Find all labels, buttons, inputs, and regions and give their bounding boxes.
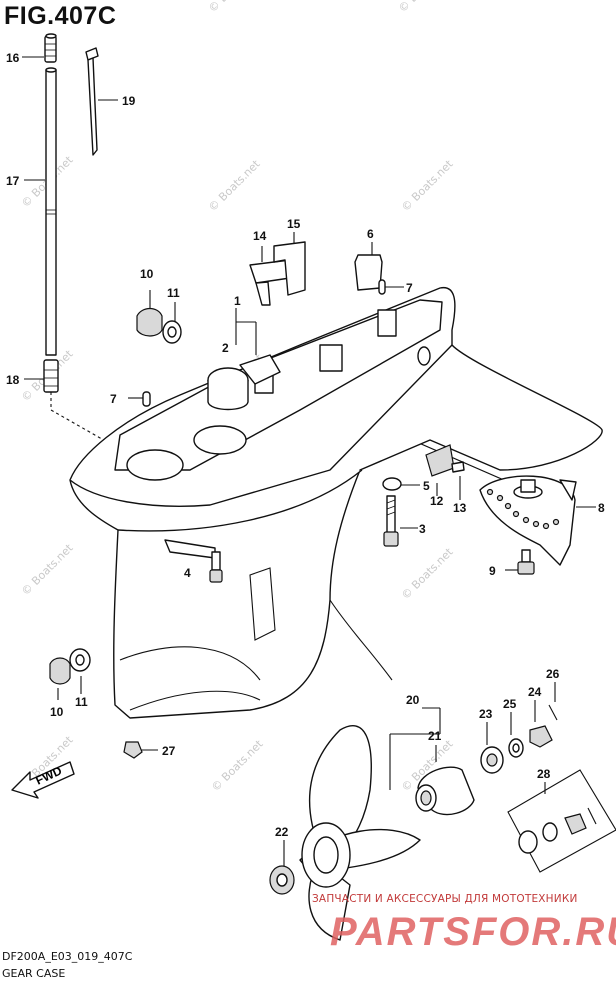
callout-label: 1 bbox=[234, 294, 241, 308]
watermark-text: © Boats.net bbox=[396, 0, 453, 15]
callout-label: 6 bbox=[367, 227, 374, 241]
callout-label: 8 bbox=[598, 501, 605, 515]
diagram-name: GEAR CASE bbox=[2, 967, 66, 980]
callout-label: 14 bbox=[253, 229, 267, 243]
callout-label: 3 bbox=[419, 522, 426, 536]
callout-label: 16 bbox=[6, 51, 20, 65]
site-banner-logo: PARTSFOR.RU bbox=[330, 910, 616, 954]
site-banner-tagline: ЗАПЧАСТИ И АКСЕССУАРЫ ДЛЯ МОТОТЕХНИКИ bbox=[312, 893, 578, 905]
small-parts bbox=[49, 241, 616, 873]
drive-shaft-assembly bbox=[43, 33, 59, 410]
callout-label: 15 bbox=[287, 217, 301, 231]
callout-label: 7 bbox=[110, 392, 117, 406]
watermark-text: © Boats.net bbox=[206, 157, 263, 214]
callout-label: 10 bbox=[50, 705, 64, 719]
callout-label: 4 bbox=[184, 566, 191, 580]
callout-label: 12 bbox=[430, 494, 444, 508]
callout-label: 11 bbox=[167, 286, 180, 300]
callout-label: 24 bbox=[528, 685, 542, 699]
callout-label: 9 bbox=[489, 564, 496, 578]
callout-label: 13 bbox=[453, 501, 467, 515]
watermark-text: © Boats.net bbox=[399, 545, 456, 602]
callout-label: 2 bbox=[222, 341, 229, 355]
propeller bbox=[269, 725, 421, 941]
diagram-code: DF200A_E03_019_407C bbox=[2, 950, 133, 963]
callout-label: 27 bbox=[162, 744, 176, 758]
callout-label: 19 bbox=[122, 94, 136, 108]
callout-label: 5 bbox=[423, 479, 430, 493]
callout-label: 22 bbox=[275, 825, 289, 839]
watermark-text: © Boats.net bbox=[399, 157, 456, 214]
watermark-text: © Boats.net bbox=[206, 0, 263, 15]
callout-label: 20 bbox=[406, 693, 420, 707]
callout-label: 18 bbox=[6, 373, 20, 387]
callout-label: 21 bbox=[428, 729, 442, 743]
callout-label: 17 bbox=[6, 174, 20, 188]
watermark-text: © Boats.net bbox=[19, 541, 76, 598]
callout-label: 11 bbox=[75, 695, 88, 709]
callout-labels: 1 2 3 4 5 6 7 7 8 9 10 10 11 11 12 13 14… bbox=[6, 51, 605, 839]
callout-label: 10 bbox=[140, 267, 154, 281]
callout-label: 23 bbox=[479, 707, 493, 721]
callout-label: 28 bbox=[537, 767, 551, 781]
water-tube bbox=[85, 47, 99, 156]
watermark-text: © Boats.net bbox=[209, 737, 266, 794]
callout-label: 26 bbox=[546, 667, 560, 681]
callout-label: 25 bbox=[503, 697, 517, 711]
gear-case-housing bbox=[69, 287, 603, 719]
fwd-arrow-icon: FWD bbox=[11, 761, 75, 799]
figure-title: FIG.407C bbox=[4, 2, 117, 30]
callout-label: 7 bbox=[406, 281, 413, 295]
